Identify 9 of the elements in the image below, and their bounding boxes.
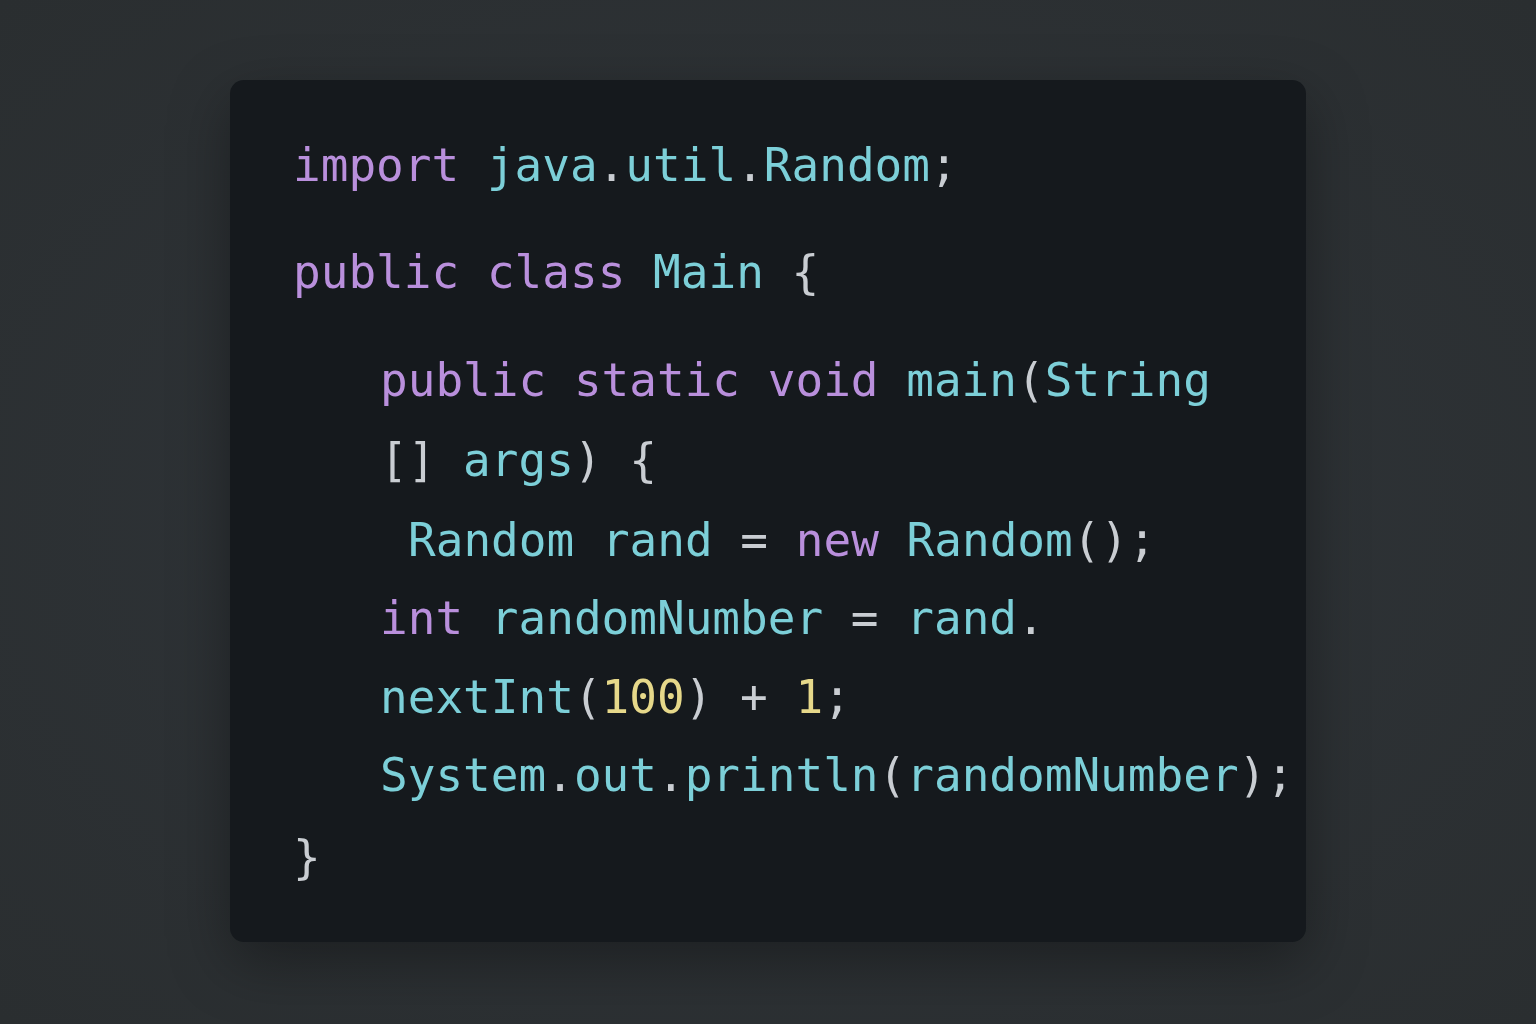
code-line: nextInt(100) + 1; <box>380 669 851 725</box>
code-line: [] args) { <box>380 432 657 488</box>
code-line: public static void main(String <box>380 352 1211 408</box>
code-line: } <box>293 829 321 885</box>
code-line: import java.util.Random; <box>293 137 958 193</box>
code-line: Random rand = new Random(); <box>408 512 1156 568</box>
code-line: System.out.println(randomNumber); <box>380 747 1294 803</box>
code-line: int randomNumber = rand. <box>380 590 1045 646</box>
code-line: public class Main { <box>293 244 820 300</box>
